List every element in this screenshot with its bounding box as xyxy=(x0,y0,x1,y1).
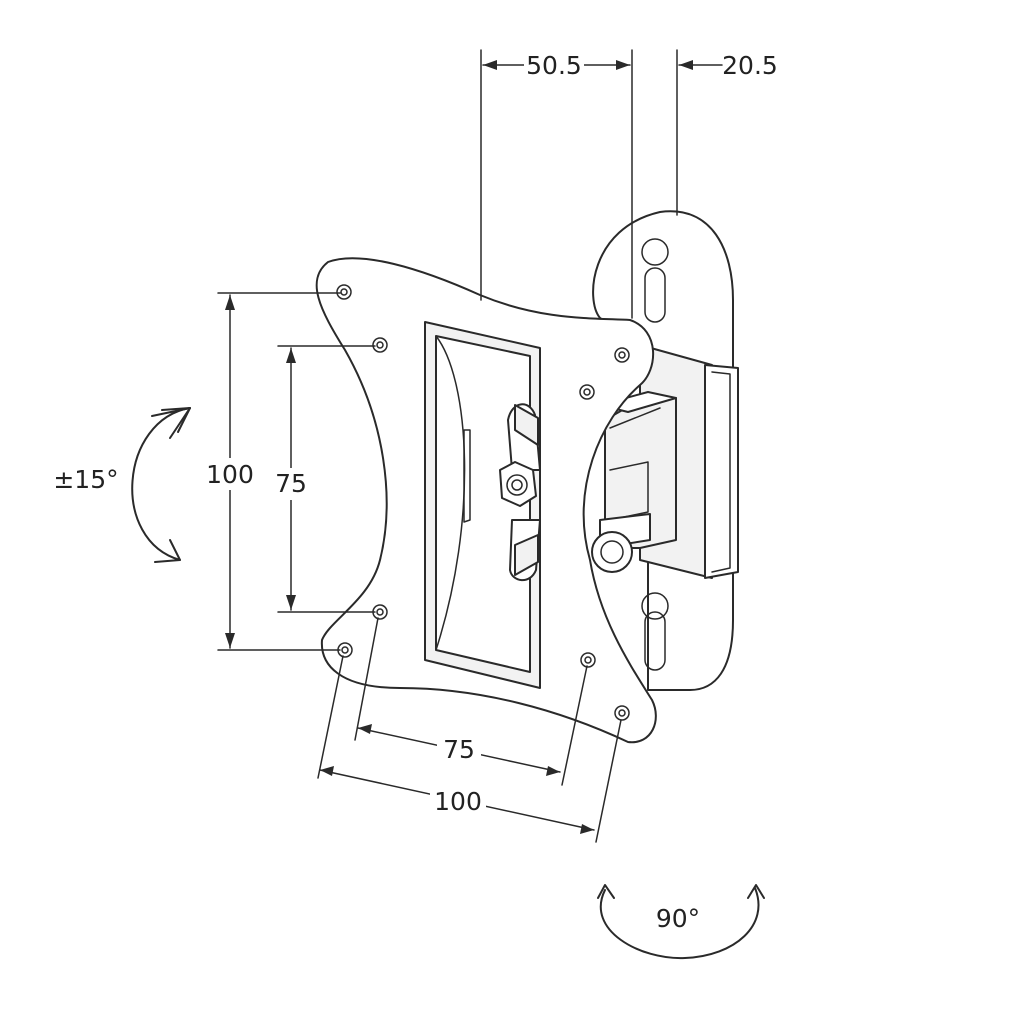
vesa-face-plate xyxy=(315,257,657,744)
outer-vertical-spacing-label: 100 xyxy=(206,460,254,489)
mounting-hole-inner-bottom-right xyxy=(580,652,596,668)
keyhole-slot-top xyxy=(644,267,666,323)
mounting-hole-inner-top-right xyxy=(579,384,595,400)
swivel-angle-label: 90° xyxy=(656,904,700,933)
keyhole-slot-bottom xyxy=(644,611,666,671)
swivel-rotation-arrow xyxy=(597,884,765,960)
hex-nut-icon xyxy=(499,461,537,507)
mounting-hole-inner-top-left xyxy=(372,337,388,353)
mounting-hole-outer-bottom-right xyxy=(614,705,630,721)
wall-plate-depth-label: 20.5 xyxy=(722,51,778,80)
arm-offset-label: 50.5 xyxy=(526,51,582,80)
mounting-hole-outer-top-left xyxy=(336,284,352,300)
inner-horizontal-spacing-label: 75 xyxy=(443,735,475,764)
swivel-arm xyxy=(591,344,739,579)
mounting-hole-outer-top-right xyxy=(614,347,630,363)
outer-horizontal-spacing-label: 100 xyxy=(434,787,482,816)
tilt-angle-label: ±15° xyxy=(53,465,118,494)
tilt-rotation-arrow xyxy=(131,407,191,563)
dimension-lines xyxy=(217,49,723,843)
dimension-labels: 50.5 20.5 100 75 75 100 ±15° 90° xyxy=(53,50,778,933)
inner-vertical-spacing-label: 75 xyxy=(275,469,307,498)
tilt-clamp xyxy=(499,403,541,582)
